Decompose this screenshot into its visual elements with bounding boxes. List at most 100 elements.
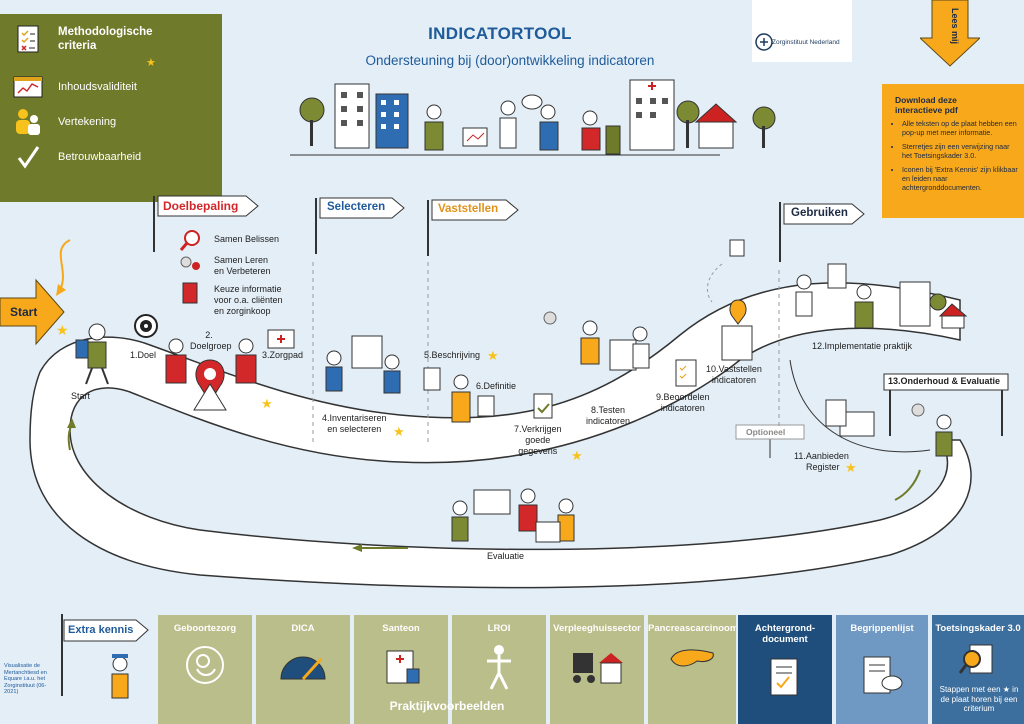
start-arrow-label: Start	[10, 305, 38, 319]
buildings-illustration	[290, 79, 776, 156]
step-7-line: goede	[525, 435, 551, 445]
info-list: Alle teksten op de plaat hebben een pop-…	[888, 119, 1020, 198]
document-icon	[770, 658, 798, 696]
evaluatie-label[interactable]: Evaluatie	[487, 551, 525, 561]
step-13-label[interactable]: 13.Onderhoud & Evaluatie	[888, 376, 1001, 386]
card-title: DICA	[291, 623, 315, 634]
step-1-label[interactable]: 1.Doel	[130, 350, 157, 360]
step-3-label[interactable]: 3.Zorgpad	[262, 350, 304, 360]
onderhoud-figure	[911, 403, 953, 457]
legend-label: Vertekening	[58, 116, 117, 128]
step-7-line: 7.Verkrijgen	[514, 424, 562, 434]
step-2-label[interactable]: 2. Doelgroep	[190, 330, 232, 352]
chart-board-icon	[10, 72, 46, 102]
step-6-label[interactable]: 6.Definitie	[476, 381, 517, 391]
extra-kennis-figure	[111, 654, 129, 699]
star-icon: ★	[571, 448, 583, 463]
keuze-informatie-label[interactable]: Keuze informatie voor o.a. cliënten en z…	[214, 284, 283, 317]
step-10-line: 10.Vaststellen	[706, 364, 762, 374]
team-figures-illustration	[424, 94, 621, 155]
toetsingskader-note: Stappen met een ★ in de plaat horen bij …	[939, 685, 1019, 713]
signpost-vaststellen[interactable]	[427, 199, 519, 256]
praktijk-card-pancreascarcinoom[interactable]: Pancreascarcinoom	[648, 615, 738, 724]
phase-selecteren-label: Selecteren	[327, 201, 386, 213]
doc-card-begrippenlijst[interactable]: Begrippenlijst	[834, 615, 928, 724]
praktijk-card-geboortezorg[interactable]: Geboortezorg	[158, 615, 254, 724]
page-subtitle: Ondersteuning bij (door)ontwikkeling ind…	[365, 53, 655, 68]
step-11-line: Register	[806, 462, 840, 472]
keuze-line: en zorginkoop	[214, 306, 271, 316]
bookmark-icon[interactable]	[182, 282, 198, 304]
signpost-onderhoud[interactable]	[883, 373, 1009, 436]
info-bullet: Sterretjes zijn een verwijzing naar het …	[902, 142, 1020, 160]
praktijkvoorbeelden-label: Praktijkvoorbeelden	[389, 699, 505, 713]
step-11-label[interactable]: 11.Aanbieden Register	[794, 451, 849, 473]
phase-vaststellen-label: Vaststellen	[438, 203, 499, 215]
gegevens-icon	[533, 393, 553, 419]
logo	[752, 0, 852, 62]
step-8-line: 8.Testen	[591, 405, 626, 415]
walker-icon	[573, 653, 623, 684]
keuze-line: voor o.a. cliënten	[214, 295, 283, 305]
step-9-label[interactable]: 9.Beoordelen indicatoren	[656, 392, 710, 414]
legend-item-inhoudsvaliditeit[interactable]: Inhoudsvaliditeit	[10, 72, 137, 102]
testers-figures	[543, 311, 650, 371]
star-icon: ★	[487, 348, 499, 363]
samen-leren-label[interactable]: Samen Leren en Verbeteren	[214, 255, 271, 277]
step-start-label[interactable]: Start	[71, 391, 91, 401]
phase-doelbepaling-label: Doelbepaling	[163, 199, 239, 213]
page-title: INDICATORTOOL	[428, 24, 572, 43]
signpost-extra-kennis[interactable]	[61, 614, 149, 696]
signpost-doelbepaling[interactable]	[153, 195, 259, 252]
doc-card-toetsingskader[interactable]: Toetsingskader 3.0 Stappen met een ★ in …	[930, 615, 1024, 724]
gauge-icon	[280, 656, 326, 681]
praktijk-card-verpleeghuissector[interactable]: Verpleeghuissector	[550, 615, 646, 724]
step-7-label[interactable]: 7.Verkrijgen goede gegevens	[514, 424, 562, 457]
info-bullet: Iconen bij 'Extra Kennis' zijn klikbaar …	[902, 166, 1020, 192]
doc-card-achtergrond[interactable]: Achtergrond- document	[736, 615, 832, 724]
legend-item-methodologisch[interactable]: Methodologische criteria	[10, 24, 168, 54]
praktijk-card-dica[interactable]: DICA	[256, 615, 352, 724]
card-title: Toetsingskader 3.0	[935, 623, 1021, 634]
step-12-label[interactable]: 12.Implementatie praktijk	[812, 341, 913, 351]
beoordelen-icon	[675, 359, 697, 387]
card-title: LROI	[487, 623, 511, 634]
gears-icon[interactable]	[180, 256, 200, 270]
logo-text: Zorginstituut Nederland	[772, 39, 840, 46]
register-icon	[825, 399, 875, 437]
card-title: Achtergrond- document	[738, 623, 832, 645]
step-5-label[interactable]: 5.Beschrijving	[424, 350, 481, 360]
step-4-label[interactable]: 4.Inventariseren en selecteren	[322, 413, 387, 435]
step-11-line: 11.Aanbieden	[794, 451, 849, 461]
legend-item-betrouwbaarheid[interactable]: Betrouwbaarheid	[10, 142, 141, 172]
praktijk-card-santeon[interactable]: Santeon	[354, 615, 450, 724]
legend-item-vertekening[interactable]: Vertekening	[10, 107, 116, 137]
optioneel-sign[interactable]	[735, 424, 805, 458]
start-arrow[interactable]	[0, 278, 65, 346]
signpost-gebruiken[interactable]	[779, 202, 865, 262]
samen-leren-line: Samen Leren	[214, 255, 269, 265]
credit-text: Visualisatie de Mertanchtiesd en Equare …	[4, 663, 47, 696]
list-icon	[863, 656, 903, 694]
magnifier-icon	[958, 644, 993, 674]
magnifier-icon[interactable]	[179, 230, 200, 251]
step-10-label[interactable]: 10.Vaststellen indicatoren	[706, 364, 762, 386]
step-8-label[interactable]: 8.Testen indicatoren	[586, 405, 630, 427]
step-4-line: 4.Inventariseren	[322, 413, 387, 423]
info-title: Download deze interactieve pdf	[895, 95, 958, 115]
star-icon: ★	[261, 396, 273, 411]
card-title-line: Achtergrond-	[754, 623, 816, 634]
lees-mij-button[interactable]: Lees mij	[918, 0, 982, 68]
hospital-icon	[386, 650, 420, 684]
samen-belissen-label[interactable]: Samen Belissen	[214, 234, 280, 244]
star-icon: ★	[845, 460, 857, 475]
step-10-line: indicatoren	[711, 375, 756, 385]
people-icon	[10, 107, 46, 137]
praktijk-card-lroi[interactable]: LROI	[452, 615, 548, 724]
info-box[interactable]: Download deze interactieve pdf Alle teks…	[882, 84, 1024, 218]
legend-label: Methodologische criteria	[58, 26, 153, 52]
step-8-line: indicatoren	[586, 416, 631, 426]
phase-gebruiken-label: Gebruiken	[791, 207, 848, 219]
signpost-selecteren[interactable]	[315, 197, 405, 254]
star-icon: ★	[393, 424, 405, 439]
